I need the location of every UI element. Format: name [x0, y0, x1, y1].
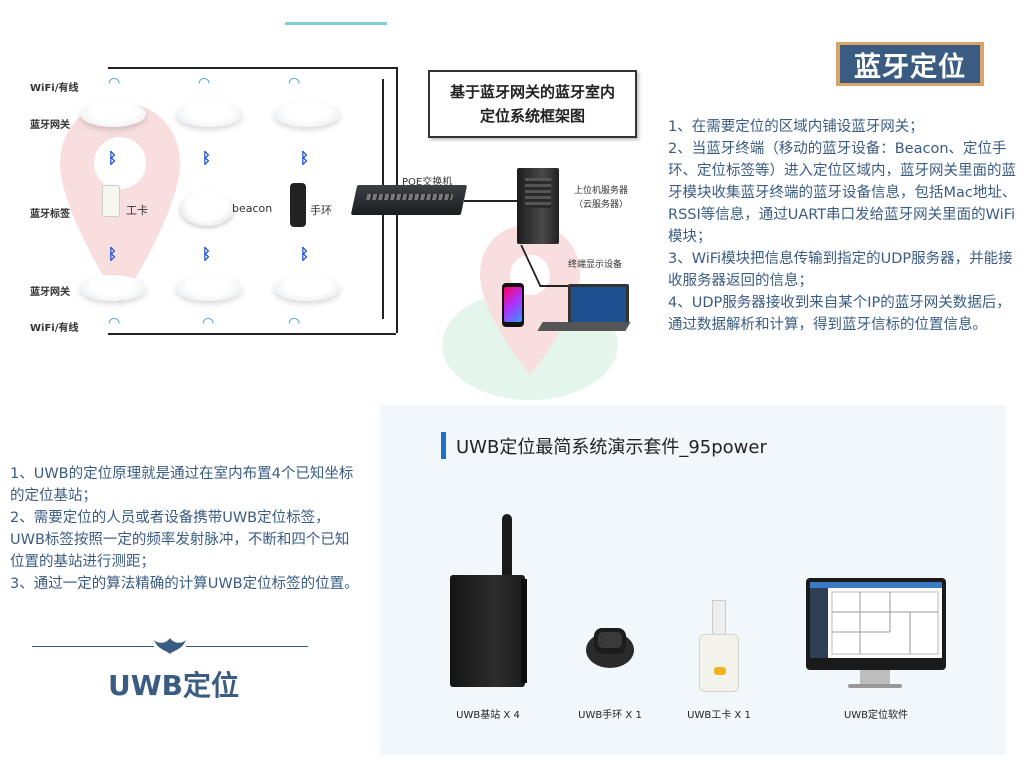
network-line: [108, 333, 396, 335]
kit-item-label: UWB定位软件: [843, 710, 909, 721]
divider-line: [186, 646, 308, 647]
bluetooth-icon: ᛒ: [202, 245, 212, 263]
location-pin-decoration: [60, 103, 180, 303]
bluetooth-architecture-diagram: WiFi/有线 蓝牙网关 蓝牙标签 蓝牙网关 WiFi/有线 ◠ ◠ ◠ ᛒ ᛒ…: [20, 55, 655, 400]
uwb-base-station: [450, 575, 527, 687]
bluetooth-icon: ᛒ: [300, 245, 310, 263]
bluetooth-gateway: [80, 101, 146, 127]
ornament-icon: [154, 638, 186, 654]
uwb-heading: UWB定位: [108, 669, 239, 702]
kit-item-label: UWB基站 X 4: [456, 710, 520, 721]
bluetooth-description: 1、在需要定位的区域内铺设蓝牙网关； 2、当蓝牙终端（移动的蓝牙设备：Beaco…: [668, 116, 1018, 336]
bluetooth-point: 1、在需要定位的区域内铺设蓝牙网关；: [668, 119, 924, 135]
bluetooth-gateway: [80, 275, 146, 301]
beacon-label: beacon: [232, 202, 273, 215]
id-card-tag: [102, 185, 120, 217]
uwb-point: 2、需要定位的人员或者设备携带UWB定位标签，UWB标签按照一定的频率发射脉冲，…: [10, 510, 350, 570]
tag-row-label: 蓝牙标签: [30, 209, 70, 220]
monitor-stand: [860, 670, 890, 686]
phone-device: [502, 283, 524, 327]
bluetooth-icon: ᛒ: [300, 149, 310, 167]
server-tower: [517, 168, 559, 244]
card-label: 工卡: [126, 204, 148, 217]
wifi-icon: ◠: [198, 75, 211, 91]
uwb-description: 1、UWB的定位原理就是通过在室内布置4个已知坐标的定位基站； 2、需要定位的人…: [10, 463, 360, 595]
diagram-title-line2: 定位系统框架图: [479, 107, 585, 125]
gateway-row-label: 蓝牙网关: [30, 287, 70, 298]
monitor-software: [806, 578, 946, 670]
uwb-point: 3、通过一定的算法精确的计算UWB定位标签的位置。: [10, 576, 359, 592]
network-line: [108, 67, 396, 69]
card-clip: [712, 600, 726, 638]
divider-line: [32, 646, 154, 647]
poe-switch: [350, 185, 468, 215]
laptop-device: [568, 284, 629, 326]
wifi-icon: ◠: [108, 75, 121, 91]
wifi-icon: ◠: [202, 315, 215, 331]
bluetooth-badge-title: 蓝牙定位: [840, 45, 980, 83]
kit-item-label: UWB手环 X 1: [578, 710, 642, 721]
top-accent-line: [285, 22, 387, 25]
wifi-icon: ◠: [288, 315, 301, 331]
title-accent-bar: [441, 432, 446, 459]
diagram-title-line1: 基于蓝牙网关的蓝牙室内: [449, 83, 615, 101]
gateway-row-label: 蓝牙网关: [30, 120, 70, 131]
bluetooth-icon: ᛒ: [108, 245, 118, 263]
terminal-label: 终端显示设备: [568, 260, 623, 270]
monitor-foot: [848, 684, 902, 688]
laptop-base: [537, 322, 631, 331]
bluetooth-gateway: [274, 101, 340, 127]
bluetooth-point: 2、当蓝牙终端（移动的蓝牙设备：Beacon、定位手环、定位标签等）进入定位区域…: [668, 141, 1017, 245]
bluetooth-gateway: [274, 275, 340, 301]
wristband-device: [290, 183, 306, 227]
server-sublabel: （云服务器）: [574, 200, 629, 210]
band-label: 手环: [310, 204, 332, 217]
wifi-icon: ◠: [108, 315, 121, 331]
wifi-row-label: WiFi/有线: [30, 83, 79, 94]
beacon-device: [180, 192, 234, 226]
wifi-row-label: WiFi/有线: [30, 323, 79, 334]
uwb-id-card: [699, 634, 739, 692]
bluetooth-icon: ᛒ: [202, 149, 212, 167]
bluetooth-icon: ᛒ: [108, 149, 118, 167]
network-line: [464, 200, 518, 202]
uwb-point: 1、UWB的定位原理就是通过在室内布置4个已知坐标的定位基站；: [10, 466, 354, 504]
bluetooth-gateway: [176, 101, 242, 127]
bluetooth-gateway: [176, 275, 242, 301]
base-station-antenna: [502, 514, 512, 584]
bluetooth-point: 4、UDP服务器接收到来自某个IP的蓝牙网关数据后，通过数据解析和计算，得到蓝牙…: [668, 295, 1011, 333]
bluetooth-badge: 蓝牙定位: [836, 42, 984, 86]
diagram-title-box: 基于蓝牙网关的蓝牙室内 定位系统框架图: [428, 70, 637, 138]
uwb-wristband: [586, 628, 634, 668]
server-label: 上位机服务器: [574, 186, 629, 196]
wifi-icon: ◠: [288, 75, 301, 91]
kit-item-label: UWB工卡 X 1: [687, 710, 751, 721]
switch-label: POE交换机: [402, 177, 453, 188]
kit-title: UWB定位最简系统演示套件_95power: [456, 437, 767, 458]
floorplan-preview: [810, 582, 942, 658]
bluetooth-point: 3、WiFi模块把信息传输到指定的UDP服务器，并能接收服务器返回的信息；: [668, 251, 1013, 289]
software-screen: [810, 582, 942, 658]
